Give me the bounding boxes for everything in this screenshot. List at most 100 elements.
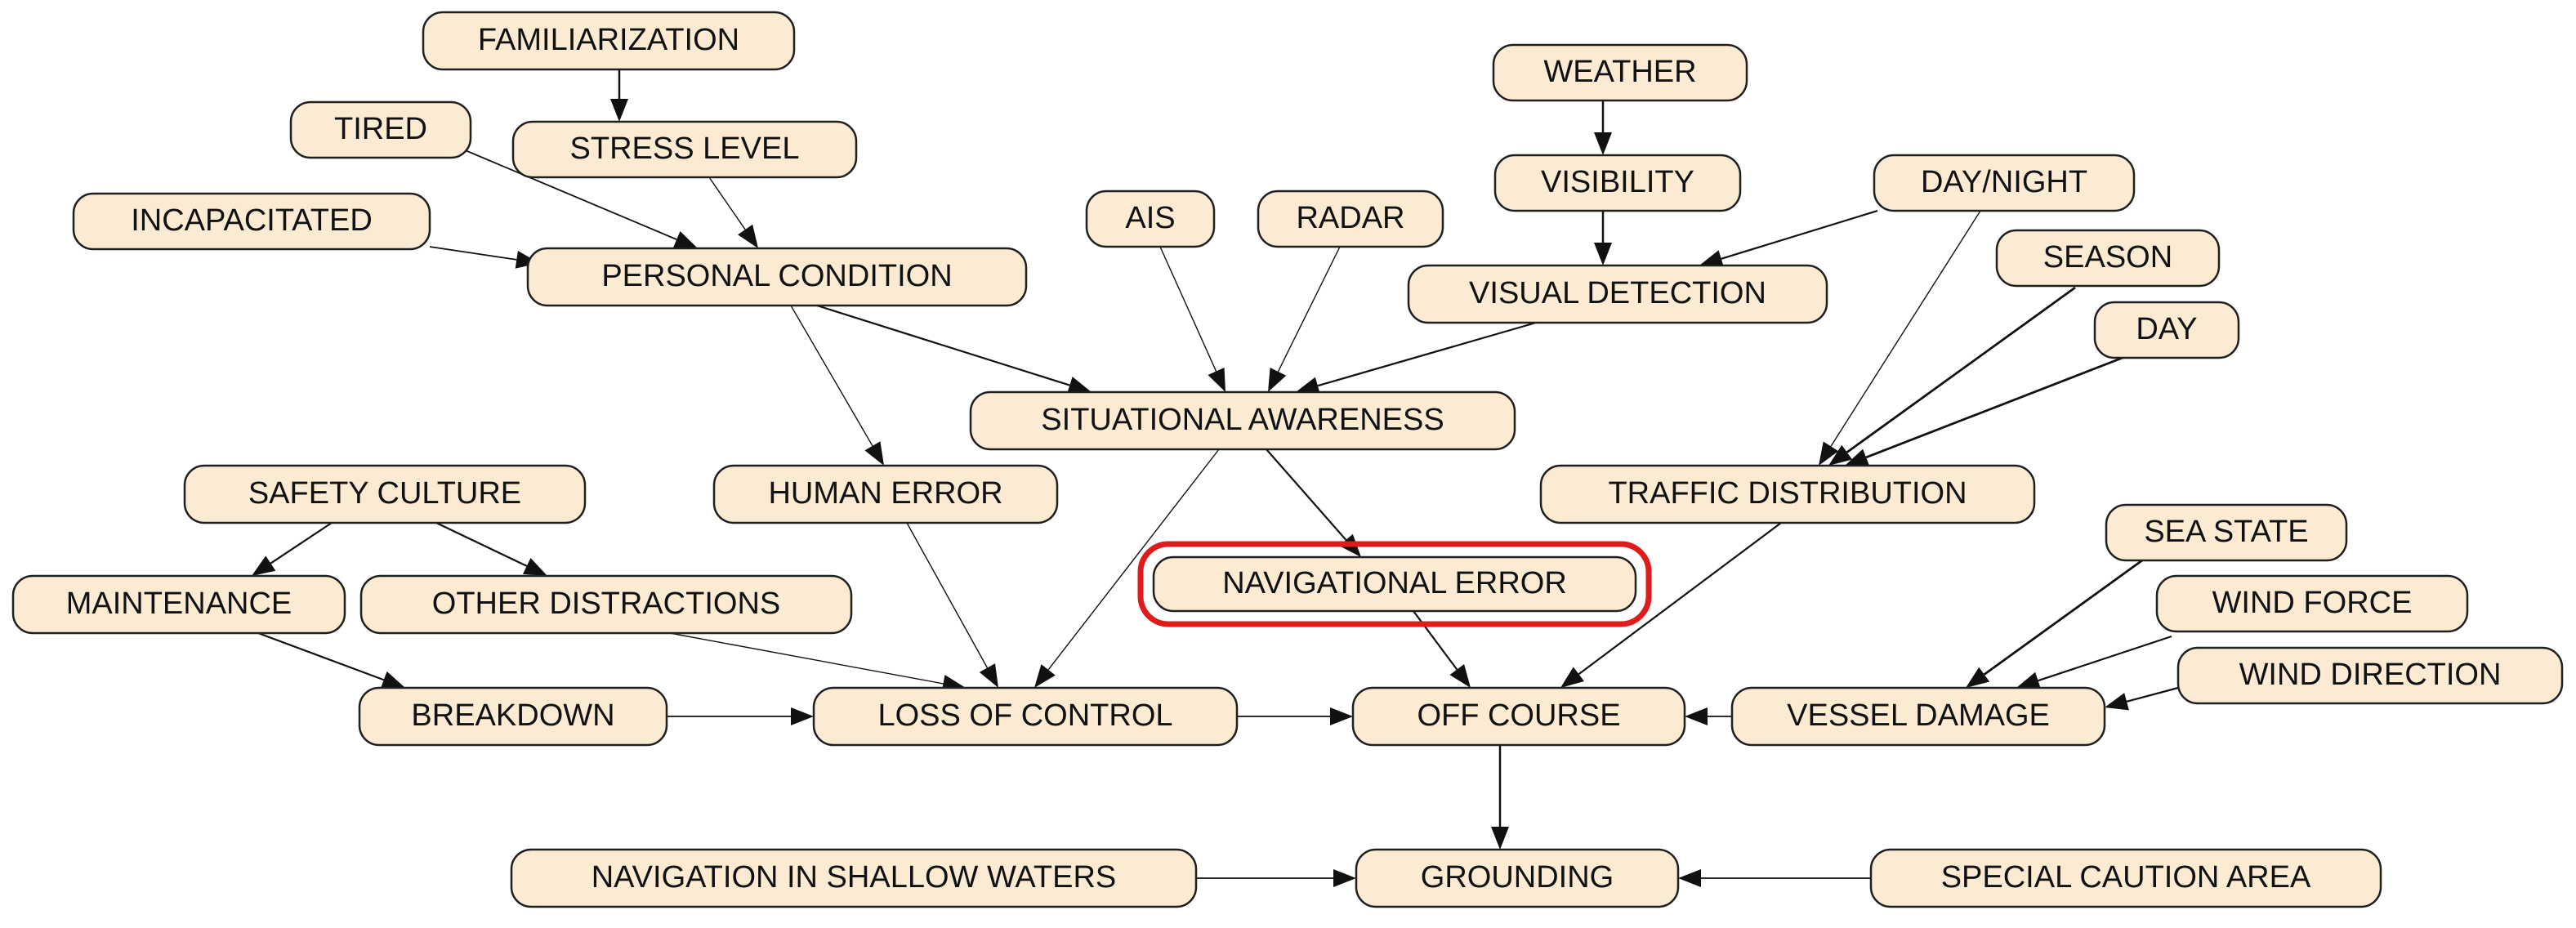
edge-line	[1830, 210, 1981, 447]
arrow-head	[1966, 667, 1990, 688]
node-box	[1869, 848, 2382, 908]
arrow-head	[979, 663, 998, 688]
arrow-head	[252, 555, 276, 576]
node-vessel-damage: VESSEL DAMAGE	[1730, 686, 2106, 747]
node-label: BREAKDOWN	[411, 698, 614, 733]
node-incapacitated: INCAPACITATED	[72, 192, 431, 251]
edge-line	[429, 246, 517, 261]
edge-safety_culture-to-maintenance	[252, 522, 333, 576]
node-label: TRAFFIC DISTRIBUTION	[1608, 476, 1967, 511]
node-box	[2155, 574, 2469, 633]
node-box	[1351, 686, 1686, 747]
edge-vessel_damage-to-off_course	[1685, 707, 1732, 725]
node-box	[1873, 154, 2136, 212]
edge-line	[669, 632, 944, 685]
edge-line	[2038, 635, 2172, 682]
node-label: OFF COURSE	[1417, 698, 1620, 733]
arrow-head	[1819, 441, 1839, 466]
edge-line	[708, 176, 746, 230]
edge-navigational_error-to-off_course	[1413, 610, 1471, 688]
node-label: SITUATIONAL AWARENESS	[1041, 403, 1444, 437]
arrow-head	[1208, 367, 1225, 392]
edge-personal_condition-to-human_error	[1845, 356, 2123, 466]
node-label: OTHER DISTRACTIONS	[432, 587, 780, 621]
node-ais: AIS	[1085, 190, 1216, 248]
edge-day_night-to-traffic_distribution	[457, 146, 698, 248]
node-box	[1995, 229, 2221, 288]
node-day: DAY	[2093, 301, 2240, 359]
arrow-head	[1268, 368, 1287, 392]
node-label: STRESS LEVEL	[570, 132, 800, 166]
edge-line	[257, 631, 385, 681]
node-label: TIRED	[334, 112, 427, 146]
node-label: WIND DIRECTION	[2239, 658, 2502, 692]
arrow-head	[1066, 377, 1092, 395]
arrow-head	[1296, 377, 1320, 395]
edge-off_course-to-grounding	[1491, 745, 1509, 850]
edge-familiarization-to-stress_level	[1594, 100, 1612, 155]
edge-maintenance-to-breakdown	[257, 631, 405, 689]
node-box	[1085, 190, 1216, 248]
node-label: SEASON	[2043, 240, 2172, 274]
node-maintenance: MAINTENANCE	[11, 574, 346, 635]
node-box	[511, 120, 858, 179]
node-label: WIND FORCE	[2212, 586, 2413, 620]
edge-line	[270, 522, 333, 564]
arrow-head	[1034, 664, 1056, 688]
edge-day-to-traffic_distribution	[790, 305, 884, 466]
node-box	[1493, 154, 1742, 212]
node-label: SAFETY CULTURE	[248, 476, 521, 511]
edge-line	[435, 522, 528, 567]
arrow-head	[1845, 448, 1870, 466]
edge-special_caution-to-grounding	[1678, 869, 1871, 887]
node-label: PERSONAL CONDITION	[601, 259, 952, 293]
node-other-distractions: OTHER DISTRACTIONS	[359, 574, 853, 635]
edge-visual_detection-to-situational_awareness	[429, 246, 539, 269]
arrow-head	[1685, 707, 1708, 725]
node-box	[2176, 646, 2564, 705]
node-stress-level: STRESS LEVEL	[511, 120, 858, 179]
node-box	[72, 192, 431, 251]
node-sea-state: SEA STATE	[2105, 503, 2348, 562]
edge-visibility-to-visual_detection	[610, 69, 628, 122]
nodes-layer: FAMILIARIZATION TIRED STRESS LEVEL INCAPACI…	[11, 11, 2564, 908]
edge-sea_state-to-vessel_damage	[1966, 559, 2143, 688]
edge-wind_force-to-vessel_damage	[2016, 635, 2172, 689]
arrow-head	[1560, 667, 1585, 688]
arrow-head	[610, 99, 628, 122]
node-box	[510, 848, 1198, 908]
edge-line	[1047, 448, 1220, 671]
node-box	[1407, 264, 1828, 324]
node-label: RADAR	[1296, 201, 1404, 235]
edge-navigation_shallow-to-grounding	[1196, 869, 1356, 887]
node-weather: WEATHER	[1492, 43, 1748, 102]
edge-season-to-traffic_distribution	[816, 304, 1092, 395]
edge-radar-to-situational_awareness	[1159, 246, 1225, 392]
edge-breakdown-to-loss_of_control	[667, 707, 814, 725]
node-label: FAMILIARIZATION	[478, 23, 739, 57]
node-radar: RADAR	[1257, 190, 1444, 248]
arrow-head	[672, 230, 698, 248]
node-box	[358, 686, 668, 747]
edge-line	[2126, 686, 2179, 703]
node-box	[2093, 301, 2240, 359]
node-label: SEA STATE	[2144, 515, 2308, 549]
node-label: VISUAL DETECTION	[1469, 276, 1766, 310]
node-safety-culture: SAFETY CULTURE	[183, 464, 587, 524]
node-box	[1730, 686, 2106, 747]
arrow-head	[1828, 444, 1853, 466]
edge-line	[1865, 356, 2123, 459]
node-box	[969, 390, 1516, 451]
edge-safety_culture-to-other_distractions	[435, 522, 547, 576]
edge-line	[1721, 209, 1878, 260]
node-box	[422, 11, 796, 71]
edge-day_night-to-visual_detection	[708, 176, 758, 248]
highlight-ring	[1137, 541, 1652, 627]
edge-line	[906, 522, 989, 668]
node-label: VESSEL DAMAGE	[1787, 698, 2050, 733]
node-box	[289, 100, 472, 159]
arrow-head	[791, 707, 814, 725]
node-label: LOSS OF CONTROL	[877, 698, 1172, 733]
node-box	[2105, 503, 2348, 562]
node-box	[1539, 464, 2036, 524]
